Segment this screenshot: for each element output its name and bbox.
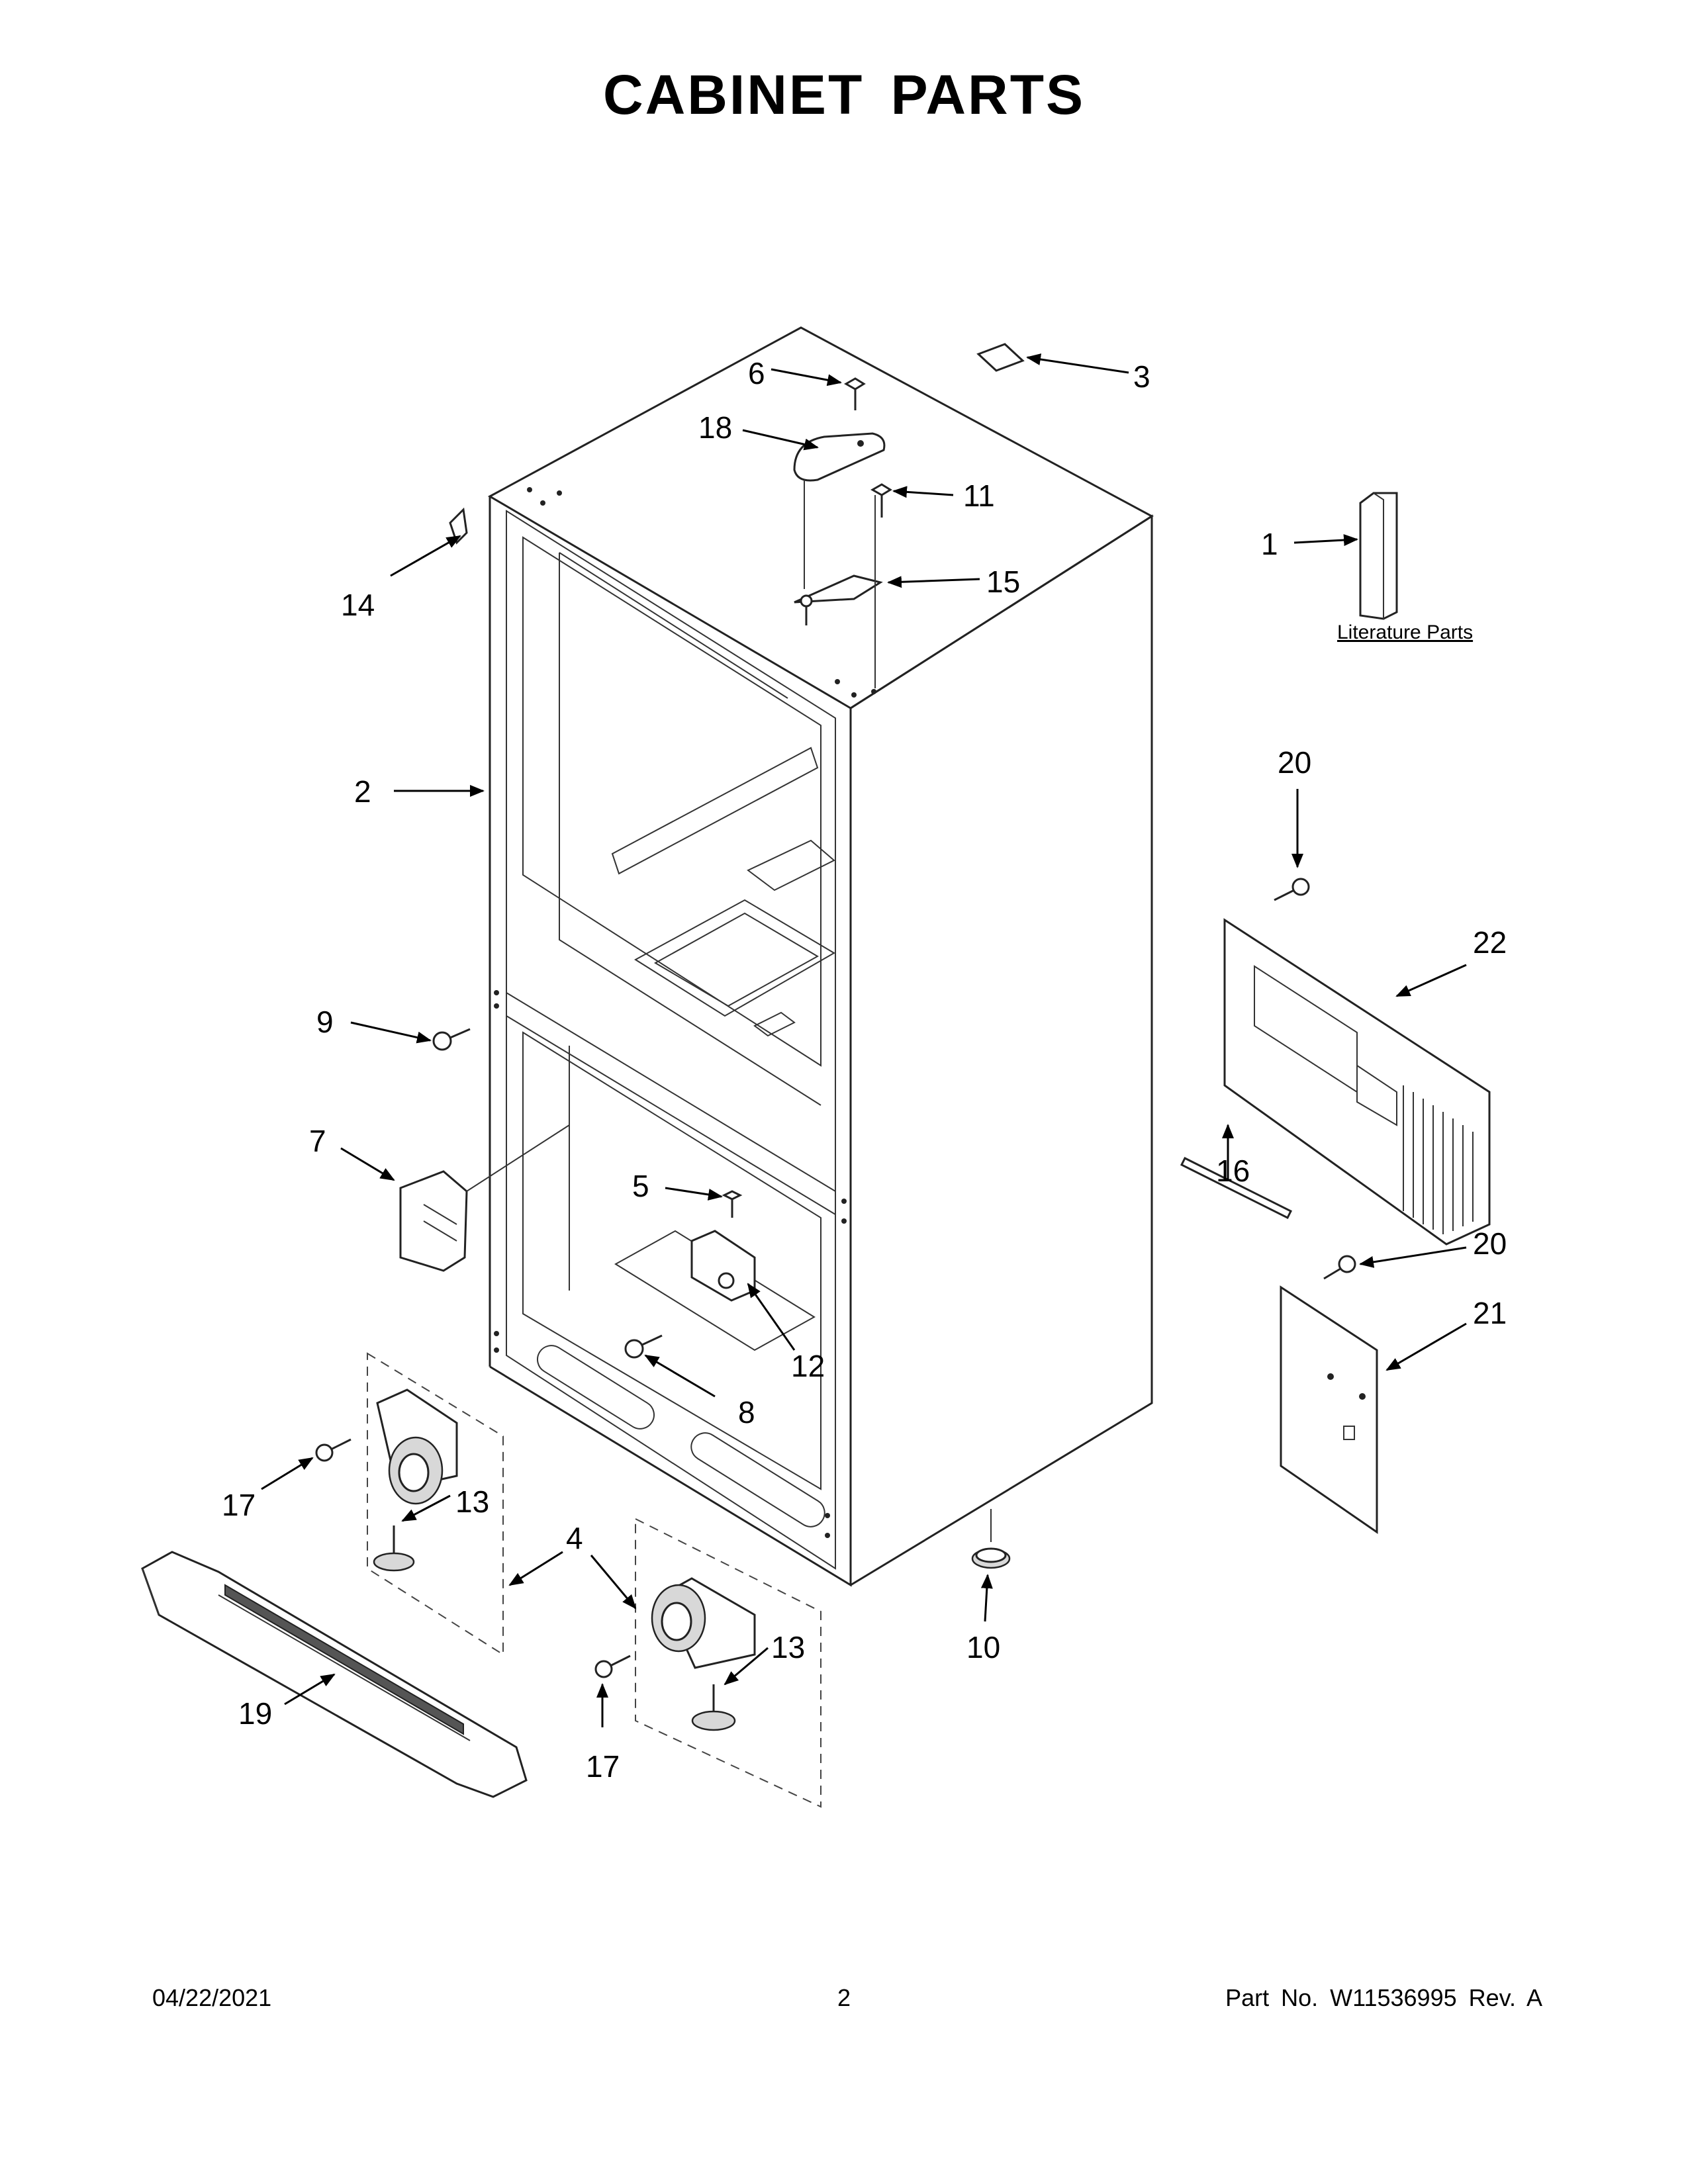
callout-arrows <box>261 353 1467 1727</box>
part-22-access-cover <box>1223 878 1491 1246</box>
callout-10: 10 <box>966 1630 1000 1664</box>
part-3-label <box>976 343 1025 372</box>
callout-17-right: 17 <box>586 1749 620 1784</box>
callout-3: 3 <box>1133 359 1150 394</box>
cabinet-shell <box>487 326 1154 1587</box>
callout-11: 11 <box>963 478 995 513</box>
part-10-foot-pad <box>971 1509 1011 1569</box>
callout-20-bottom: 20 <box>1473 1226 1507 1261</box>
callout-16: 16 <box>1216 1154 1250 1188</box>
part-21-panel <box>1280 1255 1378 1534</box>
callout-5: 5 <box>632 1169 649 1203</box>
left-roller-assembly <box>315 1352 504 1656</box>
callout-13-right: 13 <box>771 1630 805 1664</box>
callout-13-left: 13 <box>455 1484 489 1519</box>
footer-part-number: Part No. W11536995 Rev. A <box>1225 1984 1542 2011</box>
callout-22: 22 <box>1473 925 1507 960</box>
callout-labels: 6 3 18 11 1 15 14 2 20 22 9 7 5 16 20 21… <box>222 356 1507 1784</box>
part-7-badge <box>399 1124 570 1272</box>
part-9-screw <box>432 1028 471 1051</box>
callout-6: 6 <box>748 356 765 390</box>
callout-8: 8 <box>738 1395 755 1430</box>
callout-21: 21 <box>1473 1296 1507 1330</box>
callout-12: 12 <box>791 1349 825 1383</box>
callout-17-left: 17 <box>222 1488 256 1522</box>
callout-18: 18 <box>698 410 732 445</box>
part-16-strip <box>1180 1156 1293 1220</box>
callout-14: 14 <box>341 588 375 622</box>
footer-page-number: 2 <box>837 1984 851 2011</box>
callout-20-top: 20 <box>1278 745 1311 780</box>
part-8-screw <box>624 1334 663 1359</box>
callout-4: 4 <box>566 1521 583 1555</box>
footer-date: 04/22/2021 <box>152 1984 272 2011</box>
part-5-12-bracket <box>690 1190 756 1302</box>
right-roller-assembly <box>594 1518 821 1808</box>
top-hinge-assembly <box>793 377 892 688</box>
part-1-literature-pack <box>1359 492 1398 620</box>
callout-1: 1 <box>1261 527 1278 561</box>
callout-9: 9 <box>316 1005 334 1039</box>
page-title: CABINET PARTS <box>602 64 1086 126</box>
literature-parts-link[interactable]: Literature Parts <box>1337 621 1473 643</box>
callout-2: 2 <box>354 774 371 809</box>
callout-15: 15 <box>986 565 1020 599</box>
callout-7: 7 <box>309 1124 326 1158</box>
callout-19: 19 <box>238 1696 272 1731</box>
